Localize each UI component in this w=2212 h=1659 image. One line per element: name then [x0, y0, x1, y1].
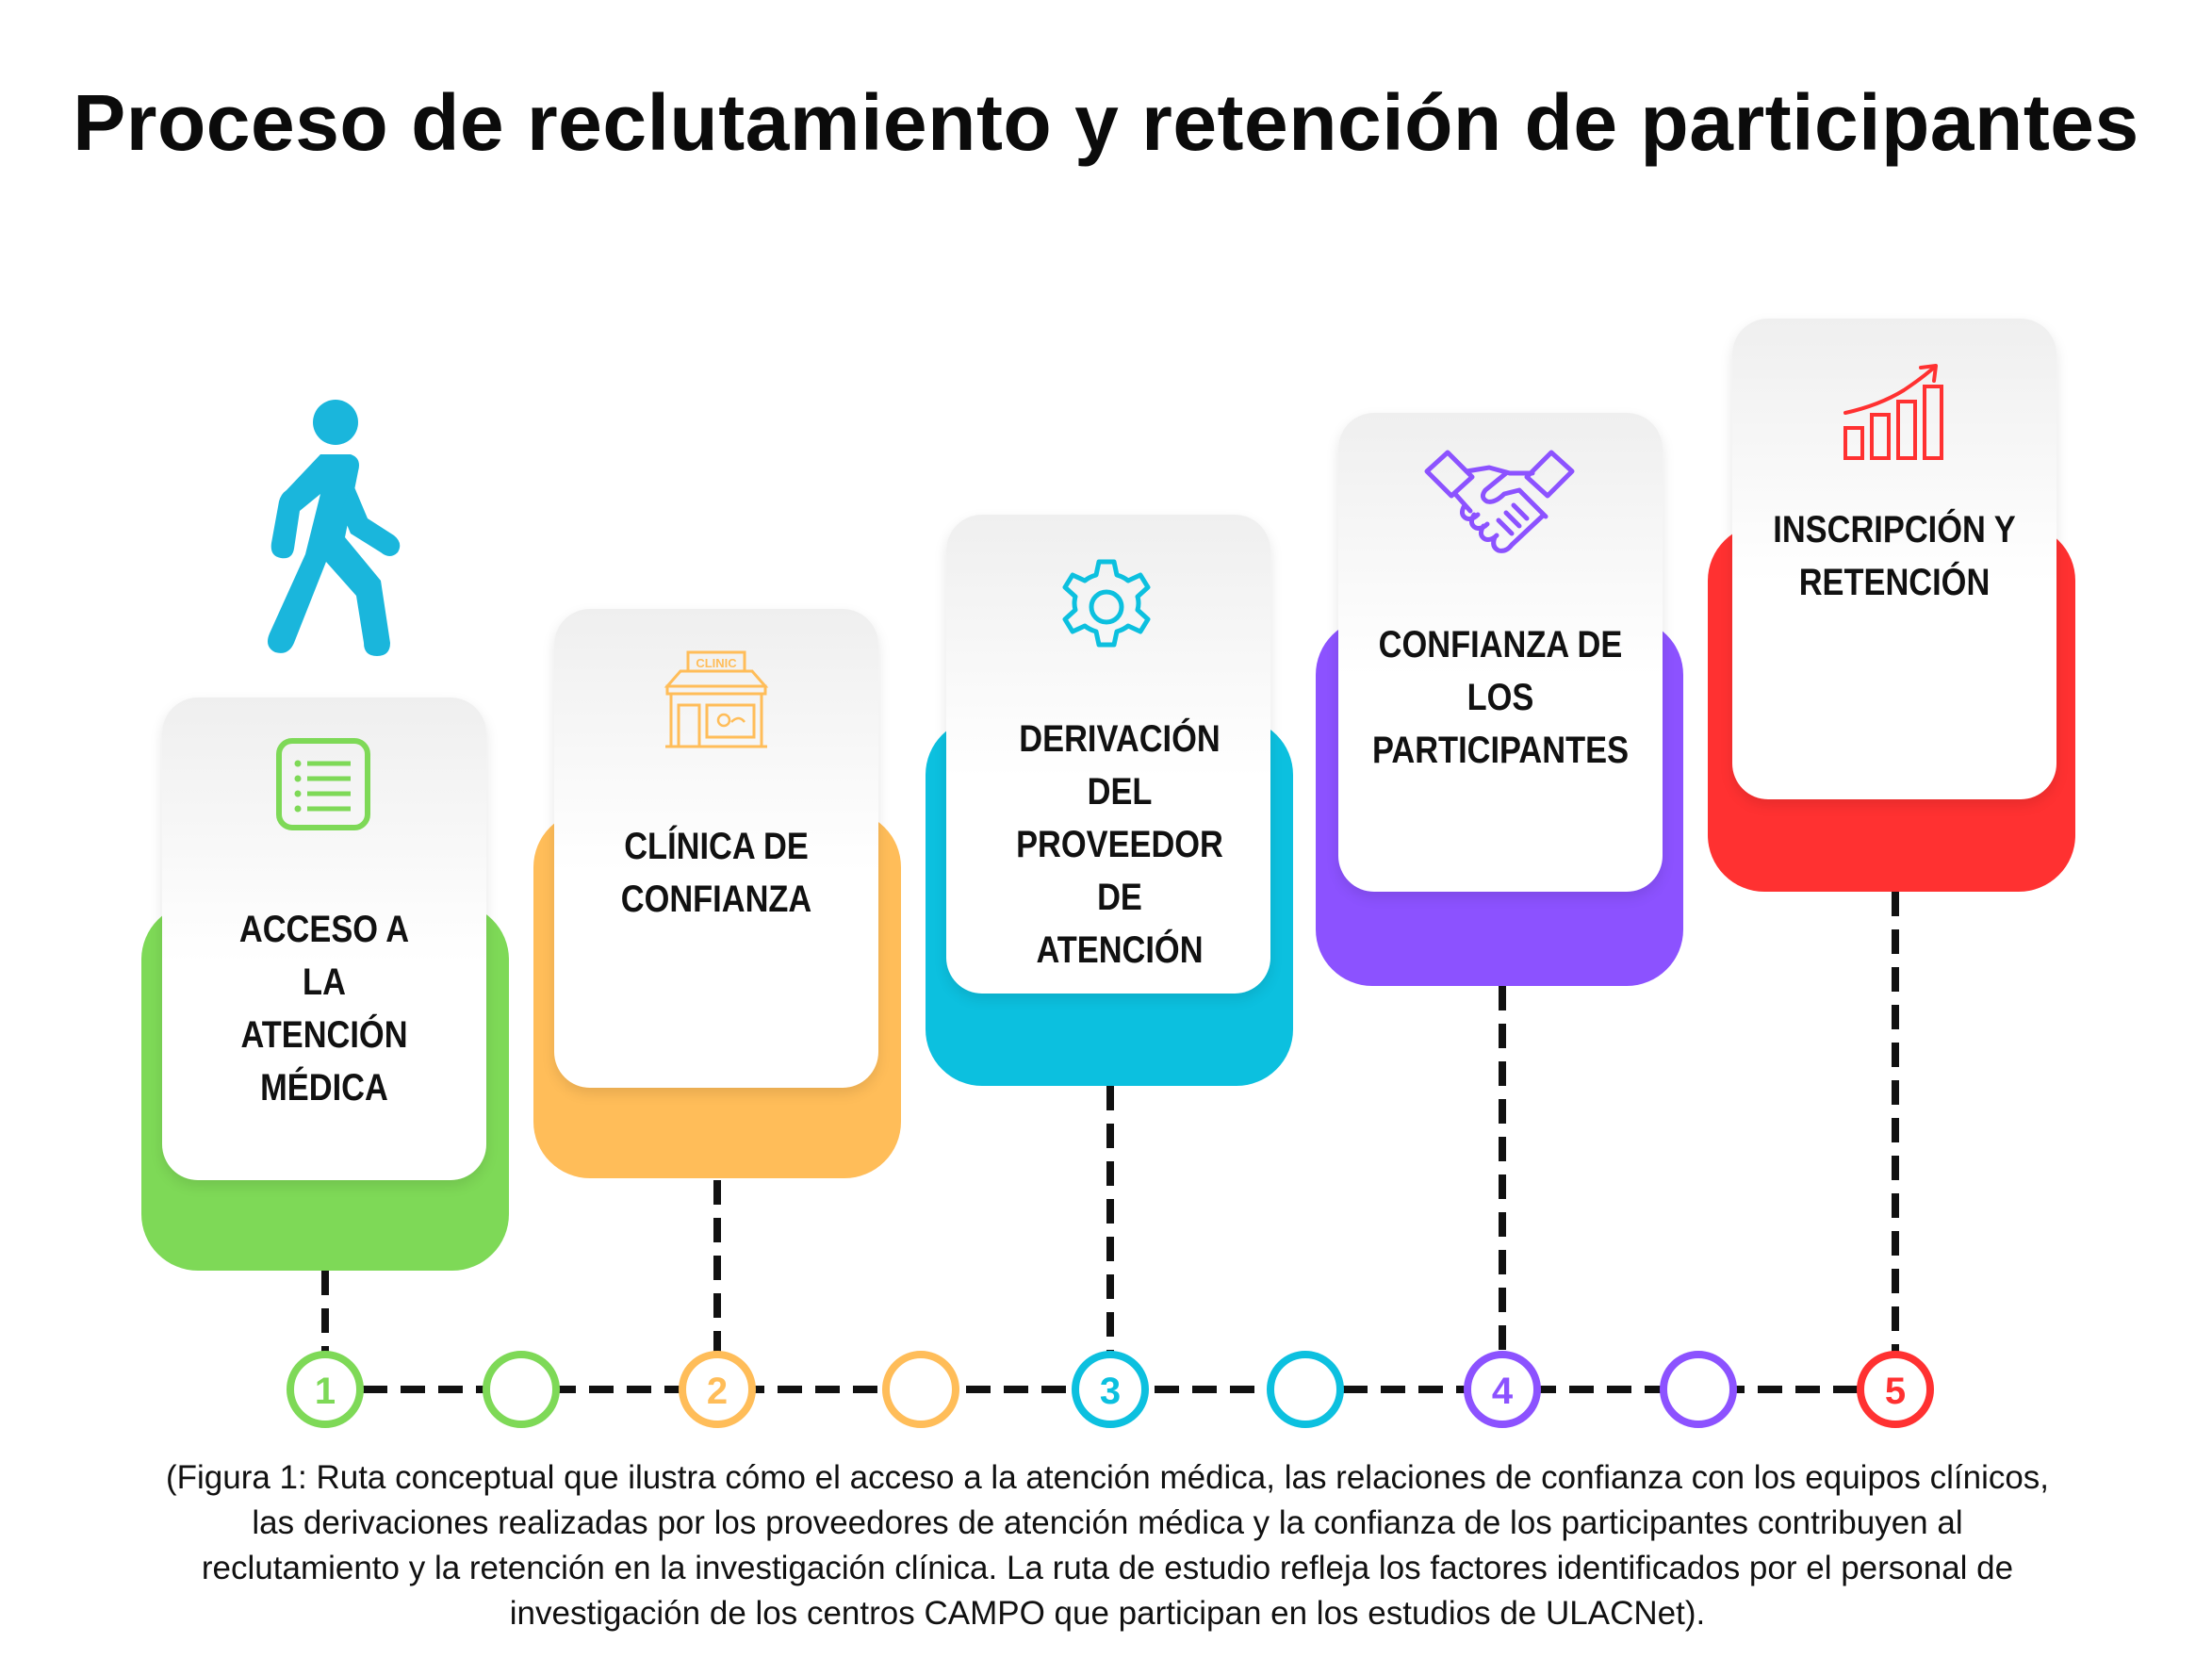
walking-person-icon — [268, 400, 401, 656]
step-2-label: CLÍNICA DE CONFIANZA — [620, 826, 812, 920]
node-5: 5 — [1857, 1351, 1934, 1428]
step-2-card — [554, 609, 878, 1088]
node-empty-4 — [1660, 1351, 1737, 1428]
node-number-5: 5 — [1885, 1371, 1906, 1412]
node-4: 4 — [1464, 1351, 1541, 1428]
node-1: 1 — [287, 1351, 364, 1428]
node-3: 3 — [1072, 1351, 1149, 1428]
caption-line-3: reclutamiento y la retención en la inves… — [201, 1550, 2014, 1586]
node-number-2: 2 — [707, 1371, 728, 1412]
caption-line-2: las derivaciones realizadas por los prov… — [252, 1504, 1963, 1541]
step-1-label: ACCESO A LA ATENCIÓN MÉDICA — [238, 909, 410, 1109]
node-number-4: 4 — [1492, 1371, 1514, 1412]
step-5-card — [1732, 319, 2056, 799]
node-empty-2 — [882, 1351, 959, 1428]
node-number-1: 1 — [315, 1371, 336, 1412]
handshake-icon — [1424, 450, 1575, 553]
node-empty-3 — [1267, 1351, 1344, 1428]
list-icon — [276, 738, 370, 830]
figure-caption: (Figura 1: Ruta conceptual que ilustra c… — [104, 1455, 2111, 1636]
node-2: 2 — [679, 1351, 756, 1428]
step-4-label: CONFIANZA DE LOS PARTICIPANTES — [1371, 624, 1630, 771]
step-5-label: INSCRIPCIÓN Y RETENCIÓN — [1773, 509, 2016, 603]
node-empty-1 — [483, 1351, 560, 1428]
step-3-label: DERIVACIÓN DEL PROVEEDOR DE ATENCIÓN — [1016, 718, 1223, 971]
caption-line-4: investigación de los centros CAMPO que p… — [509, 1595, 1706, 1632]
step-3-card — [946, 515, 1270, 994]
clinic-sign-text: CLINIC — [696, 656, 737, 670]
gear-icon — [1062, 559, 1151, 648]
step-4-card — [1338, 413, 1663, 892]
node-number-3: 3 — [1100, 1371, 1121, 1412]
growth-chart-icon — [1843, 364, 1943, 460]
diagram-title: Proceso de reclutamiento y retención de … — [73, 78, 2139, 167]
clinic-icon: CLINIC — [664, 650, 769, 748]
caption-line-1: (Figura 1: Ruta conceptual que ilustra c… — [165, 1459, 2050, 1496]
